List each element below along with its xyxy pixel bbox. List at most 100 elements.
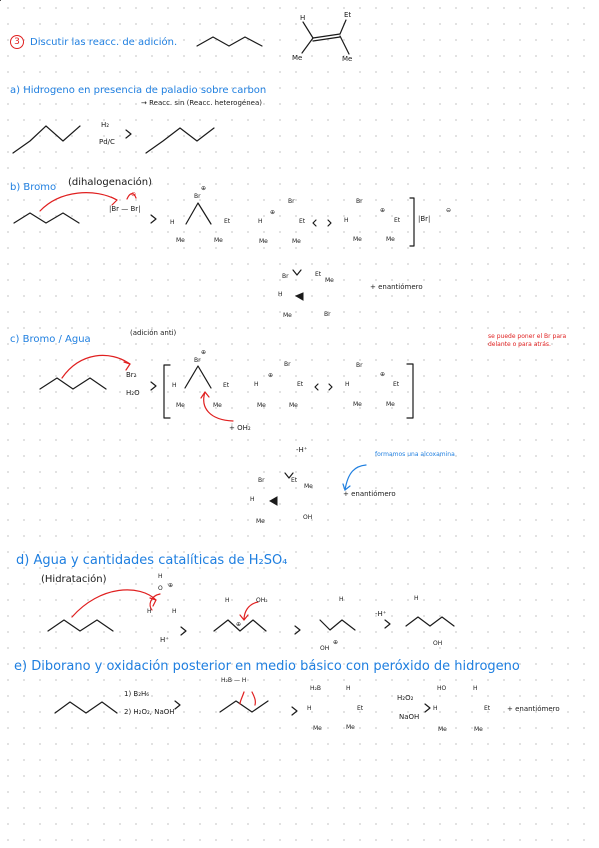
e-alcohol-me2: Me [474, 726, 483, 733]
b-product-me2: Me [283, 312, 292, 319]
d-hydronium-h2: H [147, 608, 152, 615]
header-label-h: H [300, 14, 306, 22]
c-cation1-br: Br [284, 361, 291, 368]
e-borane-h2: H [307, 705, 312, 712]
b-curly-arrow [39, 192, 118, 212]
c-blue-note: formamos una alcoxamina [375, 451, 455, 458]
d-oxonium-plus: ⊕ [333, 639, 339, 646]
b-cation1-br: Br [288, 198, 295, 205]
e-step1: 1) B₂H₆ [124, 690, 150, 698]
c-cation2-et: Et [393, 381, 400, 388]
section-c-title: c) Bromo / Agua [10, 334, 91, 345]
b-cation2-me1: Me [353, 236, 362, 243]
e-borane-h: H [346, 685, 351, 692]
b-cation1-h: H [258, 218, 263, 225]
b-cation1-me2: Me [292, 238, 301, 245]
d-alcohol-oh: OH [433, 640, 443, 647]
c-cation1-plus: ⊕ [268, 372, 274, 379]
b-bromonium-ring [185, 202, 212, 225]
e-alcohol-ho: HO [437, 685, 447, 692]
e-product-note: + enantiómero [507, 705, 560, 713]
b-product-br2: Br [324, 311, 331, 318]
section-a-note: → Reacc. sin (Reacc. heterogénea) [141, 99, 262, 107]
c-product-br: Br [258, 477, 265, 484]
b-cation2-plus: ⊕ [380, 207, 386, 214]
section-b-subtitle: (dihalogenación) [68, 177, 152, 188]
c-cation1-h: H [254, 381, 259, 388]
header-label-me1: Me [292, 54, 303, 62]
c-blue-arrow [344, 464, 367, 491]
d-alcohol-skeletal [405, 616, 455, 627]
c-product-h: H [250, 496, 255, 503]
section-c-side-note: se puede poner el Br para delante o para… [488, 333, 567, 349]
c-cation1-et: Et [297, 381, 304, 388]
section-a-reagent-top: H₂ [101, 121, 110, 129]
e-intermediate-skeletal [219, 700, 269, 713]
d-oxonium-oh: OH [320, 645, 330, 652]
c-bromonium-me1: Me [176, 402, 185, 409]
exercise-number: 3 [10, 35, 24, 49]
section-c-subtitle: (adición anti) [130, 329, 177, 337]
section-c-reagent-top: Br₂ [126, 371, 137, 379]
d-curly-arrow [71, 589, 157, 618]
c-bromonium-me2: Me [213, 402, 222, 409]
c-bromonium-h: H [172, 382, 177, 389]
b-minus-charge: ⊖ [131, 191, 137, 198]
b-bracket [409, 197, 415, 247]
b-product-h: H [278, 291, 283, 298]
b-reactant-skeletal [13, 212, 80, 224]
b-bromonium-me1: Me [176, 237, 185, 244]
c-bracket-right [406, 363, 414, 419]
e-borane-et: Et [357, 705, 364, 712]
c-product-me1: Me [304, 483, 313, 490]
header-label-et: Et [344, 11, 352, 19]
c-product-oh: OH [303, 514, 313, 521]
e-alcohol-h2: H [433, 705, 438, 712]
a-reactant-skeletal [12, 125, 81, 154]
c-water: + OH₂ [229, 424, 251, 432]
e-bh-reagent: H₂B — H [221, 677, 247, 684]
d-carbocation-skeletal [213, 619, 267, 632]
c-water-arrow [203, 391, 234, 422]
c-product-me2: Me [256, 518, 265, 525]
c-bromonium-et: Et [223, 382, 230, 389]
section-a-title: a) Hidrogeno en presencia de paladio sob… [10, 85, 267, 96]
section-b-reagent: |Br — Br| [109, 205, 141, 213]
c-deprotonation: -H⁺ [296, 446, 308, 454]
d-hydronium-h3: H [172, 608, 177, 615]
header-skeletal-alkene [196, 36, 263, 47]
b-cation2-h: H [344, 217, 349, 224]
b-product-br1: Br [282, 273, 289, 280]
header-label-me2: Me [342, 55, 353, 63]
e-alcohol-et: Et [484, 705, 491, 712]
d-reagent: H⁺ [160, 636, 169, 644]
c-cation2-br: Br [356, 362, 363, 369]
c-cation2-me2: Me [386, 401, 395, 408]
e-alcohol-h: H [473, 685, 478, 692]
section-a-reagent-bottom: Pd/C [99, 138, 115, 146]
b-cation2-et: Et [394, 217, 401, 224]
b-bromonium-br: Br [194, 193, 201, 200]
d-alcohol-h: H [414, 595, 419, 602]
d-deprotonation: -H⁺ [375, 610, 387, 618]
e-reactant-skeletal [54, 701, 118, 714]
section-d-subtitle: (Hidratación) [41, 574, 107, 585]
d-oh2: OH₂ [256, 597, 268, 604]
b-bromonium-h: H [170, 219, 175, 226]
c-cation2-me1: Me [353, 401, 362, 408]
c-product-et: Et [291, 477, 298, 484]
d-hydronium-plus: ⊕ [168, 582, 174, 589]
section-b-title: b) Bromo [10, 182, 57, 193]
c-product-note: + enantiómero [343, 490, 396, 498]
b-bromide: |Br| [418, 215, 431, 223]
b-cation1-et: Et [299, 218, 306, 225]
e-alcohol-me1: Me [438, 726, 447, 733]
section-e-title: e) Diborano y oxidación posterior en med… [14, 659, 520, 674]
b-product-me1: Me [325, 277, 334, 284]
e-step2: 2) H₂O₂, NaOH [124, 708, 175, 716]
d-carbocation-h: H [225, 597, 230, 604]
b-bromonium-me2: Me [214, 237, 223, 244]
d-reactant-skeletal [47, 619, 114, 632]
e-borane-me1: Me [313, 725, 322, 732]
